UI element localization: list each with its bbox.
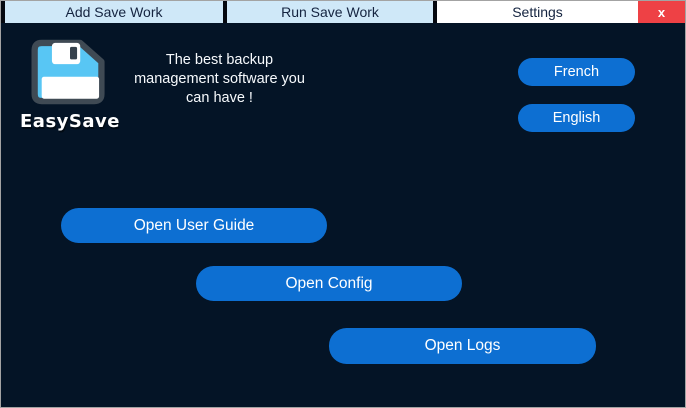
french-button[interactable]: French <box>518 58 635 86</box>
close-icon: x <box>657 4 666 20</box>
close-button[interactable]: x <box>638 1 685 23</box>
tab-bar: Add Save Work Run Save Work Settings x <box>1 1 685 23</box>
tagline-line-1: The best backup <box>165 52 274 68</box>
brand-name: EasySave <box>20 111 120 132</box>
tab-run-save-work[interactable]: Run Save Work <box>227 1 433 23</box>
tab-add-save-work[interactable]: Add Save Work <box>5 1 223 23</box>
floppy-disk-icon <box>31 39 105 105</box>
open-user-guide-button[interactable]: Open User Guide <box>61 208 327 243</box>
open-logs-button[interactable]: Open Logs <box>329 328 596 364</box>
open-config-button[interactable]: Open Config <box>196 266 462 301</box>
english-button[interactable]: English <box>518 104 635 132</box>
tab-settings[interactable]: Settings <box>437 1 638 23</box>
tagline: The best backup management software you … <box>112 51 327 108</box>
tagline-line-3: can have ! <box>186 90 253 106</box>
settings-panel: EasySave The best backup management soft… <box>1 23 685 407</box>
tagline-line-2: management software you <box>134 71 305 87</box>
